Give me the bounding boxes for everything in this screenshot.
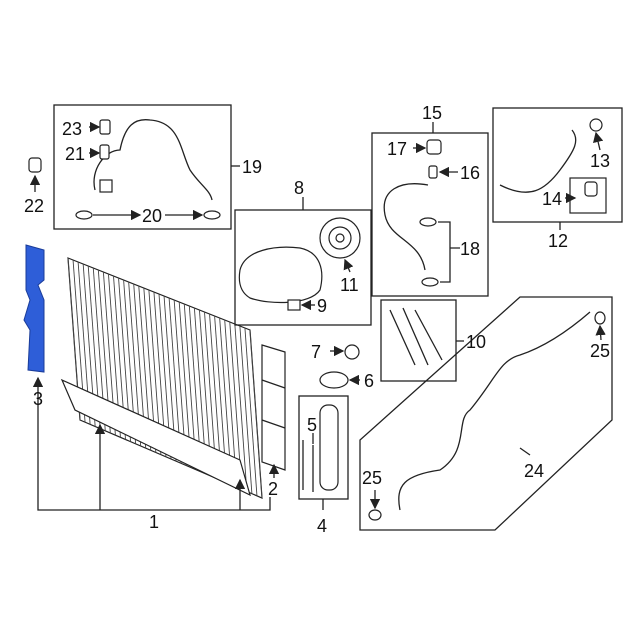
callout-16: 16 [460,163,480,183]
callout-3: 3 [33,389,43,409]
callout-23: 23 [62,119,82,139]
condenser-bracket[interactable] [261,344,286,471]
callout-10: 10 [466,332,486,352]
callout-2: 2 [268,479,278,499]
callout-14: 14 [542,189,562,209]
callout-7: 7 [311,342,321,362]
callout-4: 4 [317,516,327,536]
callout-6: 6 [364,371,374,391]
clamp-6[interactable] [319,371,360,389]
air-deflector-seal-highlighted[interactable] [23,244,45,373]
callout-19: 19 [242,157,262,177]
condenser-fin [249,329,263,499]
callout-12: 12 [548,231,568,251]
mounting-studs-10[interactable] [380,299,464,382]
condenser-fin [244,327,258,496]
callout-1: 1 [149,512,159,532]
callout-15: 15 [422,103,442,123]
callout-22: 22 [24,196,44,216]
cap-7[interactable] [330,344,360,360]
condenser-fin [234,323,248,492]
line-assembly-24[interactable] [359,296,613,531]
callout-21: 21 [65,144,85,164]
callout-20: 20 [142,206,162,226]
suction-line-group-15[interactable] [371,122,489,297]
callout-11: 11 [340,275,359,295]
liquid-line-group-12[interactable] [492,107,623,230]
callout-17: 17 [387,139,407,159]
pressure-switch-22[interactable] [28,157,42,192]
callout-13: 13 [590,151,610,171]
callout-5: 5 [307,415,317,435]
receiver-drier-group-4[interactable] [298,395,349,510]
callout-25-lower: 25 [362,468,382,488]
callout-24: 24 [524,461,544,481]
callout-9: 9 [317,296,327,316]
compressor-group-8[interactable] [234,197,372,326]
callout-8: 8 [294,178,304,198]
condenser-fin [239,325,253,494]
condenser[interactable] [60,257,263,499]
pressure-line-group-19[interactable] [53,104,232,230]
callout-25-upper: 25 [590,341,610,361]
callout-18: 18 [460,239,480,259]
